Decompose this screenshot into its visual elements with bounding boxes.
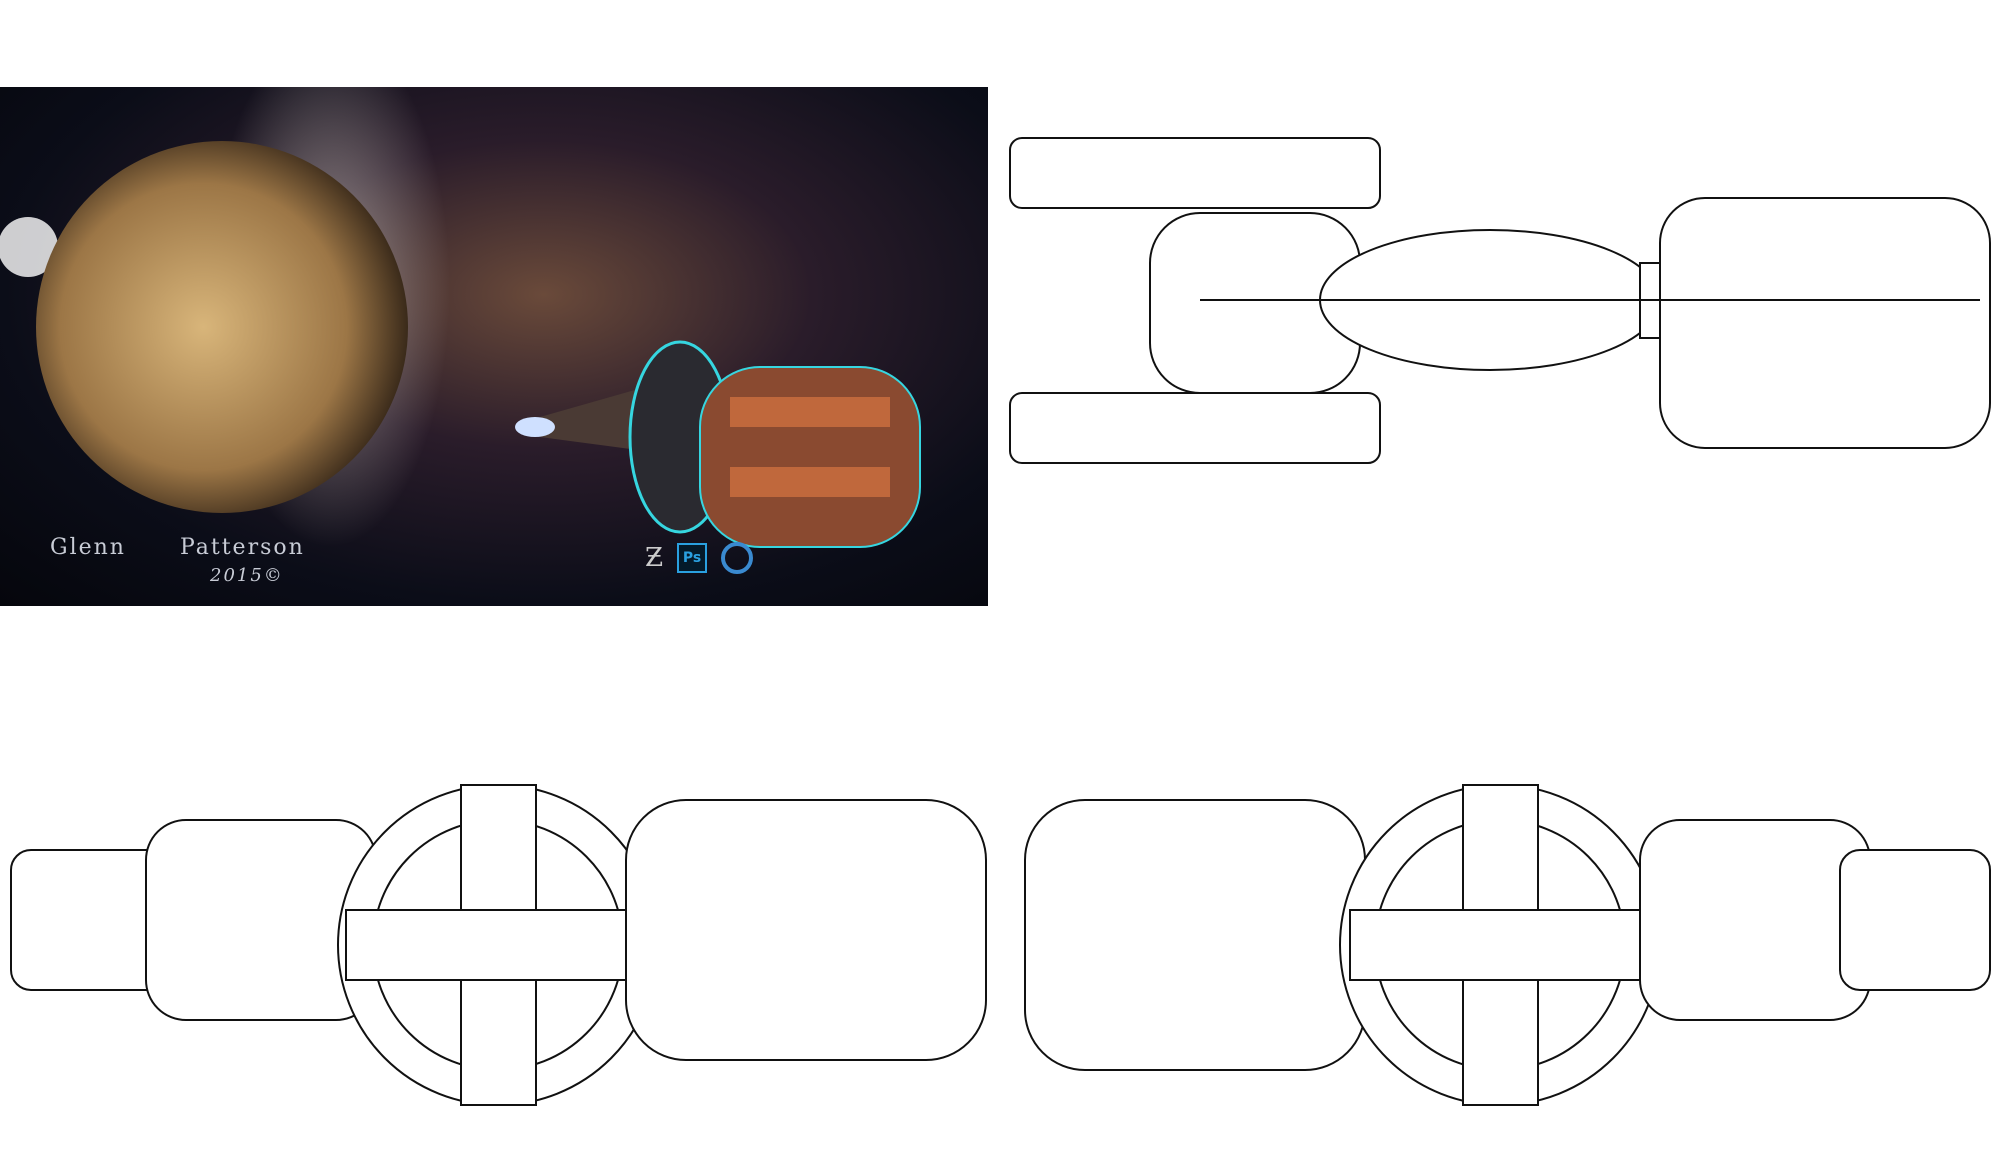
sun-flare <box>0 217 58 277</box>
signature-last-name: Patterson <box>179 535 305 560</box>
planet <box>36 141 408 513</box>
spaceship <box>515 340 921 548</box>
photoshop-icon: Ps <box>677 543 708 573</box>
keyshot-icon <box>721 542 754 574</box>
ship-lineart-top-view <box>1009 137 1991 464</box>
ship-lineart-side-view-right <box>1024 784 1991 1106</box>
zbrush-icon: Ƶ <box>645 543 664 573</box>
space-render-panel: Glenn Patterson 2015© Ƶ Ps <box>0 87 988 606</box>
software-logos: Ƶ Ps <box>645 542 754 574</box>
signature-first-name: Glenn <box>50 535 126 560</box>
ship-lineart-side-view-left <box>10 784 987 1106</box>
artist-signature: Glenn Patterson 2015© <box>50 535 470 595</box>
space-scene <box>0 87 921 548</box>
signature-year: 2015© <box>210 565 284 586</box>
